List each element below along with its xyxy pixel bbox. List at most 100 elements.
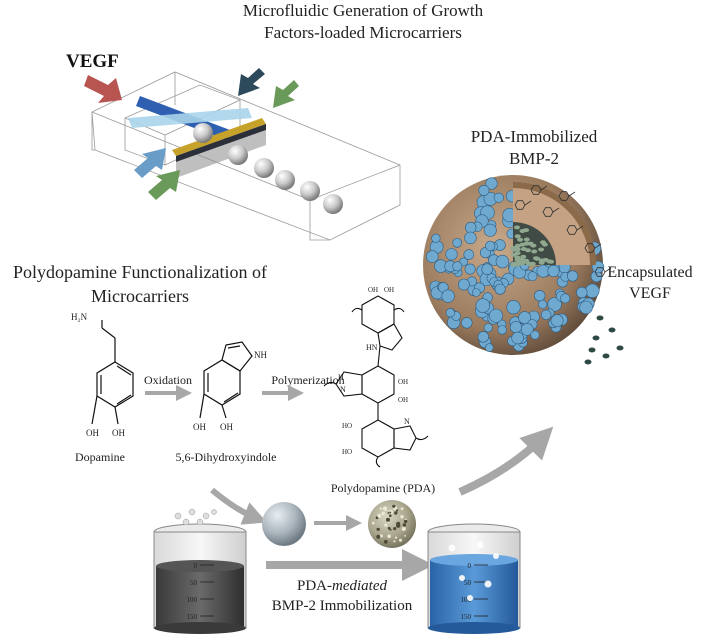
pda-speckle [404, 519, 408, 524]
scale-label: 50 [464, 579, 472, 587]
droplet [254, 158, 274, 178]
surface-particle [488, 308, 503, 323]
gray-microcarrier [262, 502, 306, 546]
pda-speckle [387, 512, 390, 514]
dopamine-oh-2: OH [112, 428, 125, 438]
surface-particle [536, 264, 550, 278]
pda-speckle [377, 513, 382, 519]
surface-particle [576, 286, 588, 299]
encapsulated-vegf-particle [517, 237, 524, 242]
vegf-particle [616, 345, 624, 351]
pda-speckle [394, 511, 398, 515]
surface-particle [485, 177, 498, 190]
pda-speckle [379, 534, 383, 538]
bmp2-molecule [558, 191, 570, 201]
pda-ho-2: HO [342, 448, 352, 456]
encapsulated-vegf-particle [548, 259, 555, 264]
surface-particle [530, 330, 540, 340]
surface-particle [464, 231, 477, 245]
dopamine-structure [91, 320, 134, 425]
surface-particle [579, 300, 593, 315]
pda-speckle [379, 507, 382, 510]
pda-label: Polydopamine (PDA) [331, 481, 435, 495]
surface-particle [540, 309, 552, 320]
surface-particle [481, 263, 494, 276]
pda-h: H [338, 373, 344, 382]
pda-speckle [371, 521, 375, 525]
pda-speckle [384, 541, 387, 544]
surface-particle [452, 261, 463, 272]
gold-channel [172, 118, 266, 156]
droplet [228, 145, 248, 165]
pda-speckle [394, 536, 398, 539]
encapsulated-vegf-particle [525, 248, 531, 253]
vegf-particle [592, 335, 600, 341]
light-channel [128, 108, 252, 128]
surface-particle [461, 317, 473, 329]
surface-particle [431, 233, 441, 243]
pda-oh-top-1: OH [368, 286, 378, 294]
surface-particle [509, 321, 522, 334]
scale-label: 150 [461, 613, 472, 621]
surface-particle [445, 248, 458, 261]
vegf-particle [608, 327, 616, 333]
dhi-structure [199, 341, 253, 419]
bmp2-bond [576, 225, 584, 231]
droplet [300, 181, 320, 201]
droplet [323, 194, 343, 214]
bmp2-bond [540, 185, 548, 191]
dopamine-label: Dopamine [75, 450, 125, 464]
vegf-particle [602, 353, 610, 359]
title-line-1: Microfluidic Generation of Growth [243, 1, 484, 20]
vegf-label: VEGF [66, 51, 119, 72]
surface-particle [465, 221, 477, 234]
surface-particle [471, 288, 481, 297]
vegf-particle [584, 359, 592, 365]
encapsulated-line-1: Encapsulated [607, 264, 692, 281]
pda-speckle [381, 511, 386, 516]
surface-particle [485, 240, 496, 251]
pda-speckle [396, 523, 401, 528]
mediated-line-1: PDA-mediated [297, 578, 387, 594]
bmp2-molecules [514, 185, 612, 277]
right-beaker-particles [448, 541, 499, 601]
surface-particle [547, 297, 562, 312]
surface-particle [585, 283, 600, 298]
surface-particle [527, 271, 538, 282]
vegf-red-arrow [84, 75, 122, 103]
surface-particle [560, 293, 571, 304]
bmp2-bond [524, 200, 532, 206]
pda-hn: HN [366, 343, 378, 352]
scale-label: 0 [194, 562, 198, 570]
pda-bmp2-line-2: BMP-2 [509, 149, 559, 168]
encapsulated-vegf-particle [520, 254, 527, 259]
scale-label: 0 [468, 562, 472, 570]
vegf-particle [596, 315, 604, 321]
curved-arrow-right [458, 426, 554, 496]
scale-label: 150 [187, 613, 198, 621]
dark-channel-edge [176, 124, 266, 162]
dhi-oh-2: OH [220, 422, 233, 432]
released-vegf [584, 315, 624, 365]
surface-particle [520, 322, 534, 336]
bmp2-bond [552, 207, 560, 213]
encapsulated-vegf-particle [515, 258, 522, 263]
surface-particle [495, 254, 510, 269]
left-beaker [153, 523, 247, 634]
pda-speckle [400, 515, 404, 519]
encapsulated-vegf-particle [538, 247, 545, 252]
encapsulated-vegf-particle [511, 252, 517, 257]
encapsulated-vegf-particle [515, 243, 521, 248]
title-line-2: Factors-loaded Microcarriers [264, 23, 462, 42]
dhi-label: 5,6-Dihydroxyindole [176, 450, 277, 464]
pda-oh-mid-2: OH [398, 396, 408, 404]
dopamine-nh2: H₂N [71, 312, 88, 322]
pda-speckle [389, 511, 392, 514]
scale-label: 100 [187, 596, 198, 604]
encapsulated-vegf-particle [523, 258, 530, 263]
pda-ho-1: HO [342, 422, 352, 430]
green-arrow-left [148, 170, 180, 200]
surface-particle [493, 192, 504, 203]
functionalization-line-1: Polydopamine Functionalization of [13, 262, 267, 282]
bmp2-molecule [542, 207, 554, 217]
